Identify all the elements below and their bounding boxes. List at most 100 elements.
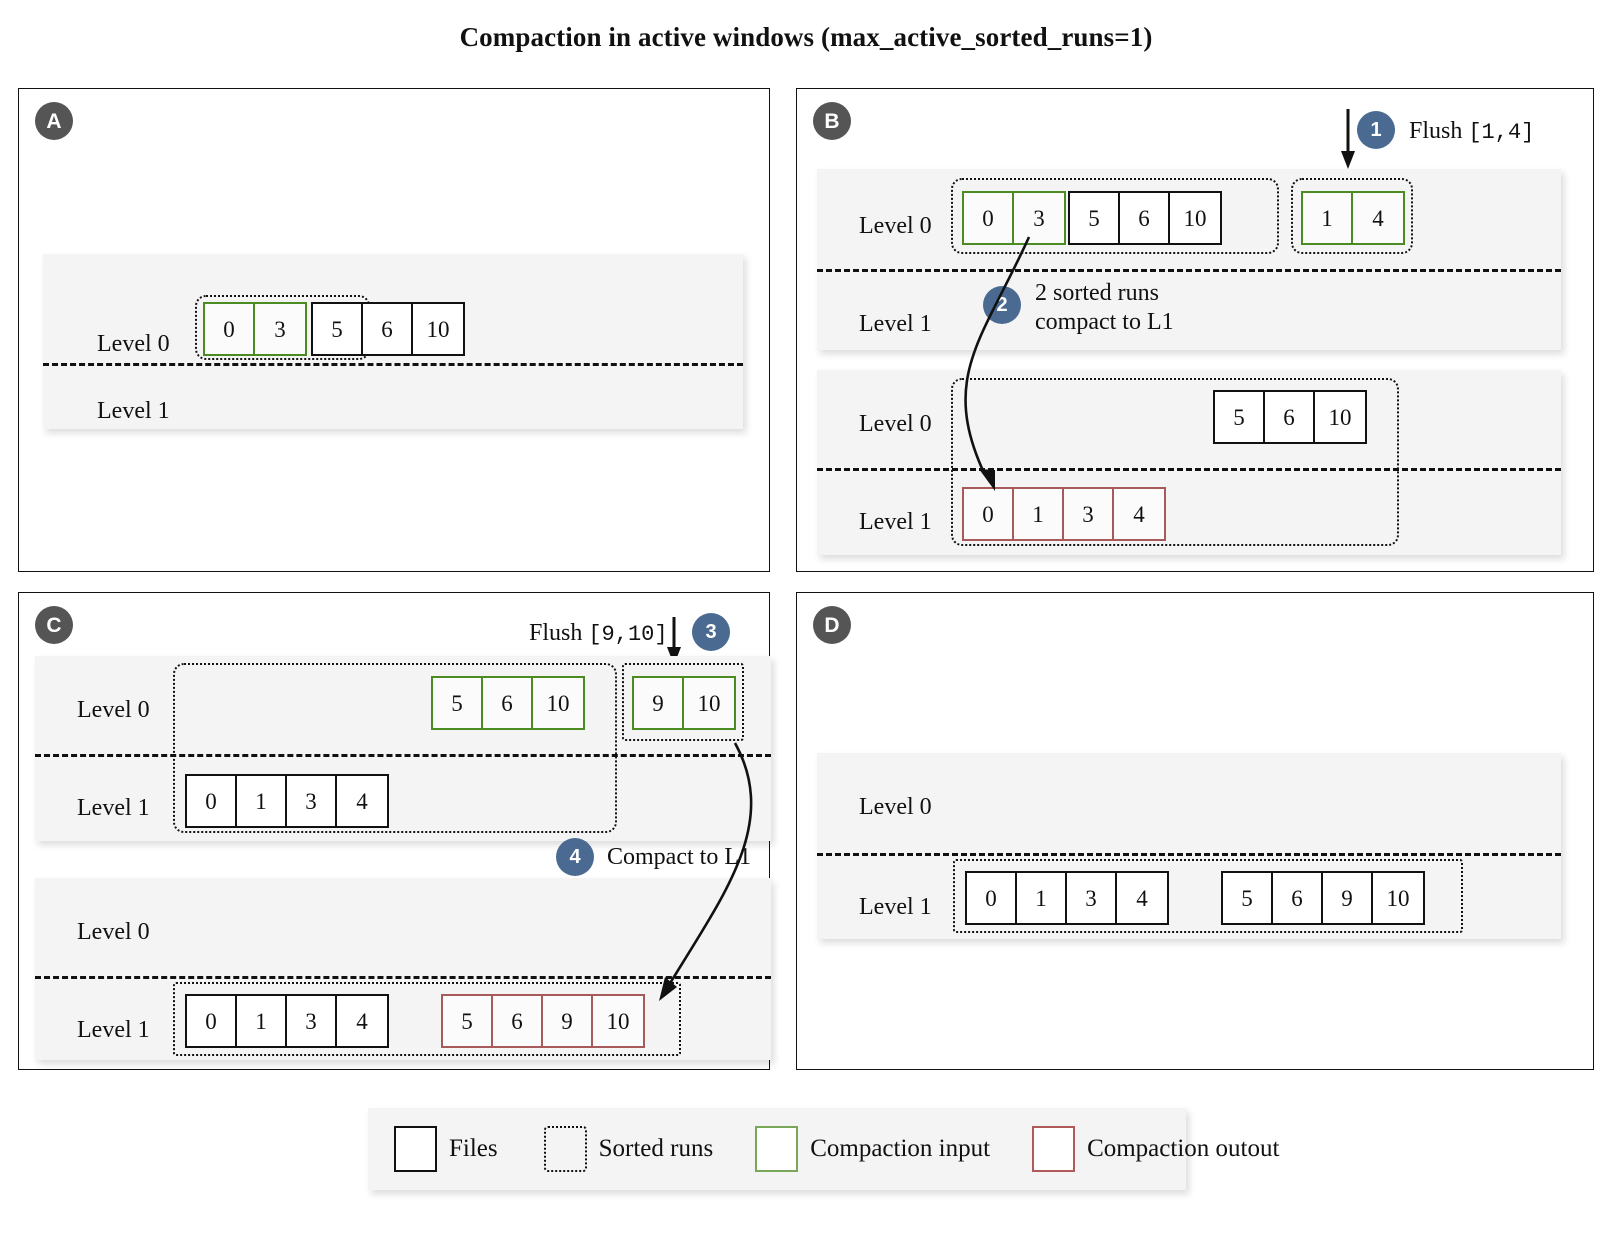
file-group-compaction-input: 0 3 — [962, 191, 1066, 245]
level-1-label: Level 1 — [859, 509, 932, 535]
legend-label: Sorted runs — [598, 1135, 714, 1162]
level-divider — [817, 269, 1561, 272]
compaction-output-swatch-icon — [1032, 1126, 1076, 1172]
panel-a: A Level 0 Level 1 0 3 5 6 10 — [18, 88, 770, 572]
file-cell: 5 — [1215, 392, 1265, 442]
file-cell: 1 — [237, 996, 287, 1046]
file-cell: 10 — [1170, 193, 1220, 243]
file-cell: 10 — [413, 304, 463, 354]
lsm-block-c1: Level 0 Level 1 5 6 10 9 10 0 1 3 4 — [35, 656, 771, 841]
step-2-line-1: 2 sorted runs — [1035, 280, 1159, 306]
file-cell: 3 — [1064, 489, 1114, 539]
file-cell: 6 — [1273, 873, 1323, 923]
file-group-compaction-output: 5 6 9 10 — [441, 994, 645, 1048]
file-cell: 9 — [1323, 873, 1373, 923]
file-cell: 4 — [1114, 489, 1164, 539]
lsm-block-d: Level 0 Level 1 0 1 3 4 5 6 9 10 — [817, 753, 1561, 939]
lsm-block-b2: Level 0 Level 1 5 6 10 0 1 3 4 — [817, 370, 1561, 555]
lsm-block-b1: Level 0 Level 1 0 3 5 6 10 1 4 — [817, 169, 1561, 350]
legend-item-files: Files — [394, 1126, 498, 1172]
file-cell: 10 — [593, 996, 643, 1046]
file-cell: 3 — [287, 996, 337, 1046]
level-divider — [35, 976, 771, 979]
step-4-label: Compact to L1 — [607, 844, 751, 870]
flush-label-3: Flush [9,10] — [529, 619, 668, 649]
file-cell: 0 — [187, 776, 237, 826]
file-cell: 5 — [433, 678, 483, 728]
file-group-files: 0 1 3 4 — [185, 994, 389, 1048]
legend-label: Compaction input — [810, 1135, 991, 1162]
flush-text: Flush — [1409, 118, 1469, 144]
flush-text: Flush — [529, 620, 589, 646]
level-1-label: Level 1 — [859, 311, 932, 337]
level-divider — [817, 468, 1561, 471]
file-cell: 6 — [1120, 193, 1170, 243]
panel-letter-badge: A — [35, 102, 73, 140]
file-group-compaction-output: 0 1 3 4 — [962, 487, 1166, 541]
legend-label: Compaction outout — [1087, 1135, 1280, 1162]
step-badge-4: 4 — [556, 838, 594, 876]
file-cell: 3 — [287, 776, 337, 826]
file-group-files: 5 6 10 — [311, 302, 465, 356]
file-group-files: 5 6 10 — [1213, 390, 1367, 444]
file-cell: 0 — [187, 996, 237, 1046]
file-group-compaction-input: 0 3 — [203, 302, 307, 356]
step-badge-1: 1 — [1357, 111, 1395, 149]
file-cell: 3 — [255, 304, 305, 354]
file-cell: 3 — [1014, 193, 1064, 243]
legend-item-sorted-runs: Sorted runs — [543, 1126, 714, 1172]
file-cell: 1 — [1017, 873, 1067, 923]
file-cell: 5 — [313, 304, 363, 354]
legend-label: Files — [449, 1135, 498, 1162]
step-badge-2: 2 — [983, 286, 1021, 324]
file-cell: 1 — [1014, 489, 1064, 539]
level-0-label: Level 0 — [859, 213, 932, 239]
file-group-files: 5 6 10 — [1068, 191, 1222, 245]
file-cell: 6 — [1265, 392, 1315, 442]
panel-b: B 1 Flush [1,4] Level 0 Level 1 0 3 5 6 … — [796, 88, 1594, 572]
page-title: Compaction in active windows (max_active… — [459, 22, 1153, 52]
level-0-label: Level 0 — [859, 411, 932, 437]
file-cell: 3 — [1067, 873, 1117, 923]
file-cell: 0 — [964, 193, 1014, 243]
flush-range: [1,4] — [1468, 120, 1535, 145]
panel-letter-badge: D — [813, 606, 851, 644]
level-divider — [817, 853, 1561, 856]
level-1-label: Level 1 — [77, 1017, 150, 1043]
level-1-label: Level 1 — [77, 795, 150, 821]
file-group-files: 0 1 3 4 — [185, 774, 389, 828]
file-cell: 10 — [533, 678, 583, 728]
panel-d: D Level 0 Level 1 0 1 3 4 5 6 9 10 — [796, 592, 1594, 1070]
file-cell: 1 — [237, 776, 287, 826]
file-cell: 6 — [483, 678, 533, 728]
step-2-line-2: compact to L1 — [1035, 309, 1174, 336]
flush-range: [9,10] — [588, 622, 668, 647]
file-cell: 6 — [493, 996, 543, 1046]
file-group-files: 5 6 9 10 — [1221, 871, 1425, 925]
step-2-label: 2 sorted runs compact to L1 — [1035, 279, 1174, 338]
file-cell: 10 — [1315, 392, 1365, 442]
file-group-compaction-input: 1 4 — [1301, 191, 1405, 245]
file-cell: 5 — [1070, 193, 1120, 243]
file-cell: 6 — [363, 304, 413, 354]
file-cell: 4 — [337, 996, 387, 1046]
file-group-compaction-input: 9 10 — [632, 676, 736, 730]
step-badge-3: 3 — [692, 613, 730, 651]
level-divider — [43, 363, 743, 366]
files-swatch-icon — [394, 1126, 437, 1172]
file-group-compaction-input: 5 6 10 — [431, 676, 585, 730]
legend-item-compaction-output: Compaction outout — [1032, 1126, 1279, 1172]
flush-label-1: Flush [1,4] — [1409, 117, 1534, 147]
file-cell: 10 — [684, 678, 734, 728]
lsm-block-a: Level 0 Level 1 0 3 5 6 10 — [43, 254, 743, 429]
file-cell: 0 — [964, 489, 1014, 539]
compaction-input-swatch-icon — [755, 1126, 799, 1172]
level-0-label: Level 0 — [77, 697, 150, 723]
legend: Files Sorted runs Compaction input Compa… — [368, 1108, 1279, 1190]
level-1-label: Level 1 — [97, 398, 170, 424]
panel-letter-badge: C — [35, 606, 73, 644]
panel-letter-badge: B — [813, 102, 851, 140]
file-cell: 0 — [967, 873, 1017, 923]
legend-item-compaction-input: Compaction input — [755, 1126, 990, 1172]
